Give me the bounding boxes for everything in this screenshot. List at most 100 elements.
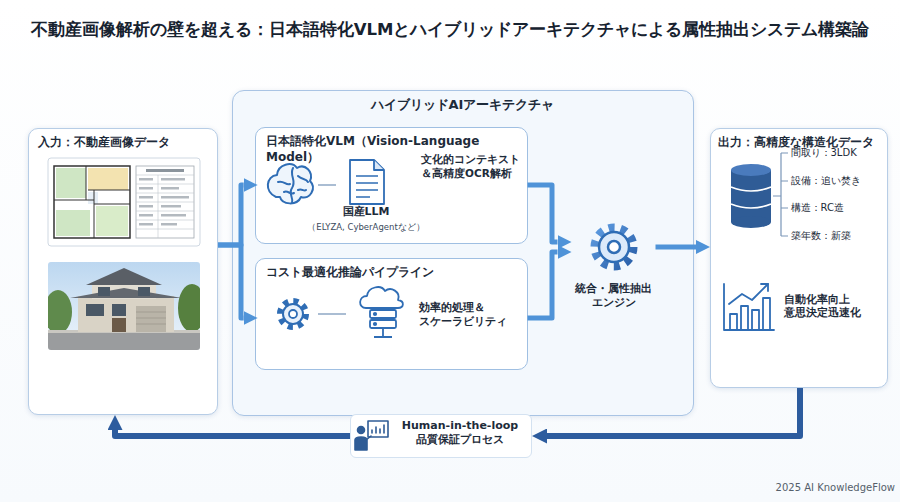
cloud-server-icon: [360, 287, 403, 337]
engine-gear-icon: [595, 228, 633, 266]
floor-plan-image: [146, 169, 184, 172]
cloud-server-icon: [370, 310, 396, 318]
house-photo: [86, 268, 162, 285]
flow-arrow: [528, 252, 558, 318]
cloud-server-icon: [374, 328, 392, 337]
engine-label: 統合・属性抽出 エンジン: [570, 282, 658, 311]
flow-arrow: [115, 430, 350, 436]
presenter-icon: [372, 425, 384, 433]
house-photo: [178, 284, 200, 332]
house-photo: [70, 288, 182, 298]
house-photo: [112, 318, 126, 332]
floor-plan-image: [88, 168, 128, 190]
database-icon: [731, 216, 771, 228]
house-photo: [136, 306, 166, 332]
house-photo: [48, 262, 200, 350]
floor-plan-image: [48, 158, 200, 246]
floor-plan-image: [139, 205, 153, 208]
floor-plan-image: [54, 166, 130, 238]
house-photo: [92, 283, 156, 299]
document-icon: [350, 160, 384, 204]
chart-icon: [729, 284, 768, 304]
attribute-label: 構造：RC造: [791, 201, 883, 214]
pipeline-box: コスト最適化推論パイプライン効率的処理＆ スケーラビリティ: [255, 258, 528, 370]
input-panel: 入力：不動産画像データ: [28, 128, 218, 415]
chart-icon: [741, 306, 748, 330]
presenter-icon: [368, 421, 388, 437]
model-label: 国産LLM: [326, 205, 406, 219]
house-photo: [48, 332, 200, 350]
gear-icon: [280, 301, 306, 327]
database-icon: [731, 187, 771, 208]
house-photo: [48, 290, 72, 334]
leader-bracket: [773, 153, 788, 236]
brain-icon: [268, 164, 313, 203]
house-photo: [48, 262, 200, 350]
benefit-text: 自動化率向上 意思決定迅速化: [784, 293, 884, 320]
floor-plan-image: [136, 175, 194, 238]
brain-icon: [268, 164, 313, 203]
output-panel: 出力：高精度な構造化データ間取り：3LDK設備：追い焚き構造：RC造築年数：新築…: [710, 128, 888, 388]
review-node: Human-in-the-loop 品質保証プロセス: [350, 414, 532, 458]
gear-icon: [283, 304, 303, 324]
chart-icon: [724, 284, 774, 330]
panel-title: ハイブリッドAIアーキテクチャ: [232, 97, 694, 114]
icon-divider: [318, 184, 336, 186]
chart-icon: [730, 314, 737, 330]
floor-plan-image: [161, 196, 189, 199]
database-icon: [731, 164, 771, 228]
house-photo: [136, 312, 166, 324]
floor-plan-image: [48, 158, 200, 246]
document-icon: [374, 160, 384, 170]
icon-divider: [318, 313, 346, 315]
engine-gear-icon: [599, 232, 629, 262]
flow-arrow: [656, 245, 697, 250]
house-photo: [98, 287, 110, 296]
floor-plan-image: [139, 178, 153, 181]
presenter-icon: [366, 436, 371, 440]
flow-arrow: [218, 245, 244, 318]
document-icon: [350, 160, 384, 204]
panel-title: 入力：不動産画像データ: [38, 135, 213, 151]
house-photo: [78, 296, 174, 332]
floor-plan-image: [161, 223, 177, 226]
floor-plan-image: [56, 168, 86, 198]
attribute-label: 設備：追い焚き: [791, 174, 883, 187]
gear-icon: [280, 301, 306, 327]
floor-plan-image: [161, 205, 181, 208]
feature-text: 文化的コンテキスト ＆高精度OCR解析: [421, 153, 523, 180]
floor-plan-image: [161, 178, 185, 181]
vlm-box: 日本語特化VLM（Vision-Language Model）文化的コンテキスト…: [255, 127, 528, 244]
chart-icon: [761, 284, 768, 291]
presenter-icon: [355, 437, 367, 450]
floor-plan-image: [139, 223, 153, 226]
floor-plan-image: [161, 214, 186, 217]
engine-gear-icon: [595, 228, 633, 266]
engine-gear-icon: [608, 241, 620, 253]
house-photo: [48, 330, 200, 333]
cloud-server-icon: [370, 320, 396, 328]
attribute-label: 築年数：新築: [791, 229, 883, 242]
database-icon: [731, 170, 771, 222]
attribute-label: 間取り：3LDK: [791, 146, 883, 159]
box-title: コスト最適化推論パイプライン: [266, 265, 521, 281]
floor-plan-image: [136, 166, 194, 238]
diagram-title: 不動産画像解析の壁を超える：日本語特化VLMとハイブリッドアーキテクチャによる属…: [10, 19, 890, 40]
cloud-server-icon: [374, 323, 376, 325]
model-examples: （ELYZA, CyberAgentなど）: [291, 222, 441, 233]
chart-icon: [763, 298, 770, 330]
house-photo: [86, 304, 104, 316]
floor-plan-image: [56, 210, 90, 236]
cloud-server-icon: [360, 287, 403, 308]
flow-arrow: [547, 388, 800, 436]
document-icon: [356, 176, 378, 197]
presenter-icon: [355, 421, 388, 450]
brain-icon: [291, 168, 294, 203]
flow-arrow: [528, 185, 558, 242]
feature-text: 効率的処理＆ スケーラビリティ: [419, 301, 519, 330]
flow-arrow: [218, 185, 244, 245]
footer-credit: 2025 AI KnowledgeFlow: [770, 481, 895, 494]
house-photo: [138, 287, 150, 296]
